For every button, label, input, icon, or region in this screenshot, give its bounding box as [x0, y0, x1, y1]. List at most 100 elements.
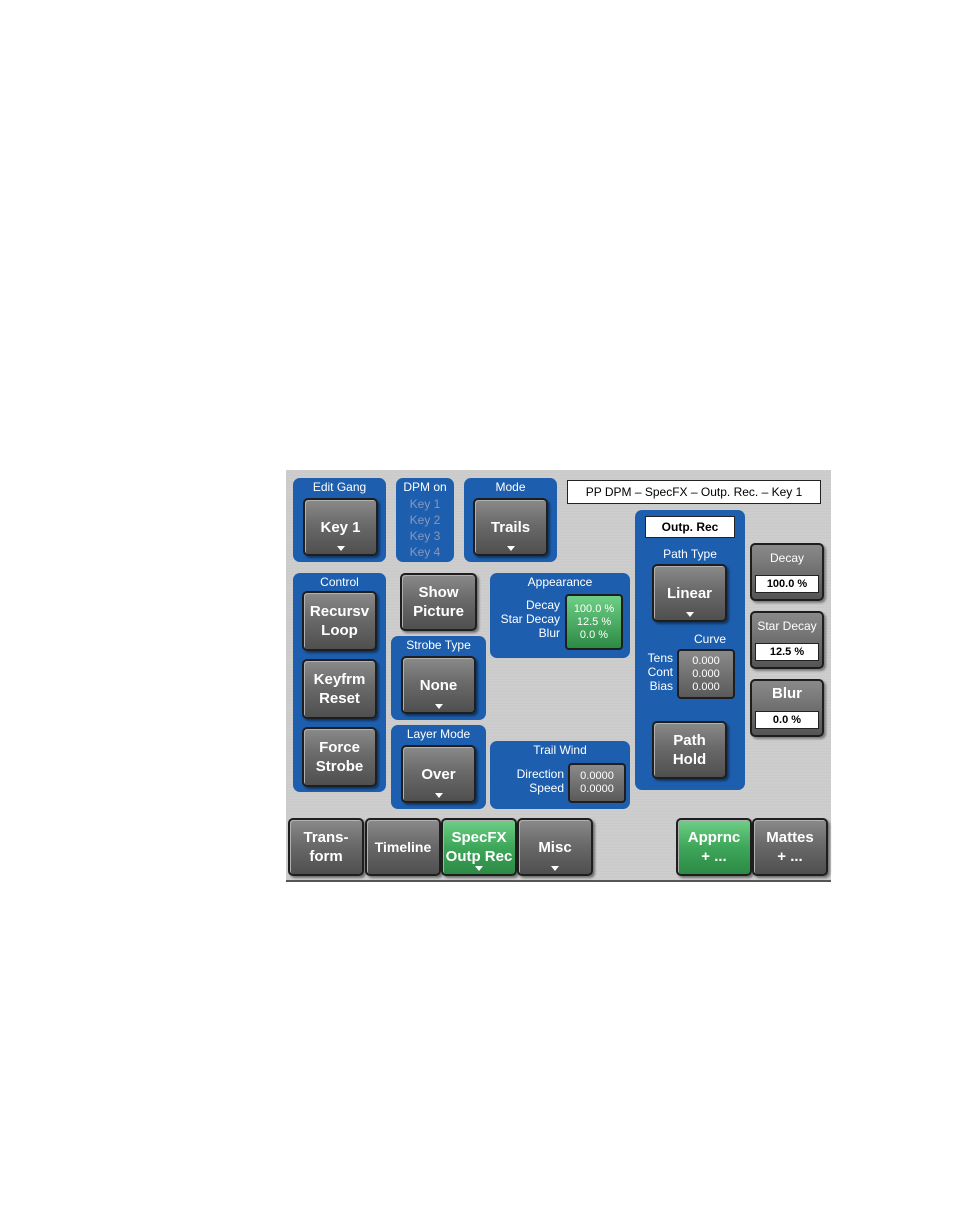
dpm-key-3[interactable]: Key 3	[409, 529, 441, 543]
direction-value: 0.0000	[580, 770, 614, 782]
trail-wind-title: Trail Wind	[533, 743, 587, 757]
menu-title: PP DPM – SpecFX – Outp. Rec. – Key 1	[567, 480, 821, 504]
keyfrm-reset-label-1: Keyfrm	[313, 671, 366, 688]
tab-apprnc-label-2: + ...	[701, 848, 727, 865]
layer-mode-value: Over	[421, 765, 456, 783]
dropdown-arrow-icon	[551, 866, 559, 871]
tab-specfx-outp-rec[interactable]: SpecFX Outp Rec	[441, 818, 517, 876]
tab-apprnc[interactable]: Apprnc + ...	[676, 818, 752, 876]
dpm-on-group: DPM on Key 1 Key 2 Key 3 Key 4	[396, 478, 454, 562]
force-strobe-label-1: Force	[319, 739, 360, 756]
recursv-loop-label-2: Loop	[321, 622, 358, 639]
tab-timeline-label: Timeline	[374, 838, 432, 855]
path-type-title: Path Type	[663, 547, 717, 561]
strobe-type-button[interactable]: None	[401, 656, 476, 714]
layer-mode-button[interactable]: Over	[401, 745, 476, 803]
dpm-on-title: DPM on	[403, 480, 447, 494]
dropdown-arrow-icon	[475, 866, 483, 871]
decay-value: 100.0 %	[573, 602, 615, 615]
blur-value: 0.0 %	[579, 628, 609, 641]
cont-label: Cont	[647, 665, 673, 679]
path-hold-label-1: Path	[673, 732, 706, 749]
show-picture-label-2: Picture	[413, 603, 464, 620]
bias-value: 0.000	[692, 680, 720, 693]
tens-label: Tens	[647, 651, 673, 665]
dpm-key-2[interactable]: Key 2	[409, 513, 441, 527]
appearance-labels: Decay Star Decay Blur	[492, 598, 560, 640]
outp-rec-group: Outp. Rec Path Type Linear Curve Tens Co…	[635, 510, 745, 790]
decay-param-label: Decay	[769, 551, 804, 565]
curve-labels: Tens Cont Bias	[637, 651, 673, 693]
speed-label: Speed	[529, 781, 564, 795]
appearance-values-box[interactable]: 100.0 % 12.5 % 0.0 %	[565, 594, 623, 650]
dpm-key-4[interactable]: Key 4	[409, 545, 441, 559]
blur-param-label: Blur	[772, 685, 802, 702]
curve-values-box[interactable]: 0.000 0.000 0.000	[677, 649, 735, 699]
tab-transform-label-1: Trans-	[303, 829, 349, 846]
tab-misc-label: Misc	[538, 838, 572, 856]
star-decay-param-value: 12.5 %	[755, 643, 819, 661]
force-strobe-label-2: Strobe	[315, 758, 364, 775]
dropdown-arrow-icon	[506, 546, 515, 551]
recursv-loop-button[interactable]: Recursv Loop	[302, 591, 377, 651]
tab-timeline[interactable]: Timeline	[365, 818, 441, 876]
dropdown-arrow-icon	[434, 704, 443, 709]
tab-transform[interactable]: Trans- form	[288, 818, 364, 876]
specfx-menu-panel: Edit Gang Key 1 DPM on Key 1 Key 2 Key 3…	[286, 470, 831, 882]
tab-mattes[interactable]: Mattes + ...	[752, 818, 828, 876]
recursv-loop-label-1: Recursv	[309, 603, 370, 620]
show-picture-button[interactable]: Show Picture	[400, 573, 477, 631]
layer-mode-group: Layer Mode Over	[391, 725, 486, 809]
mode-button[interactable]: Trails	[473, 498, 548, 556]
tab-misc[interactable]: Misc	[517, 818, 593, 876]
speed-value: 0.0000	[580, 783, 614, 795]
star-decay-param-label: Star Decay	[757, 619, 817, 633]
edit-gang-value: Key 1	[320, 518, 361, 536]
strobe-type-group: Strobe Type None	[391, 636, 486, 720]
tab-mattes-label-1: Mattes	[766, 829, 814, 846]
control-title: Control	[320, 575, 359, 589]
path-type-value: Linear	[666, 584, 712, 602]
outp-rec-title: Outp. Rec	[645, 516, 735, 538]
star-decay-param-card[interactable]: Star Decay 12.5 %	[750, 611, 824, 669]
dpm-key-1[interactable]: Key 1	[409, 497, 441, 511]
dropdown-arrow-icon	[336, 546, 345, 551]
decay-param-value: 100.0 %	[755, 575, 819, 593]
edit-gang-button[interactable]: Key 1	[303, 498, 378, 556]
keyfrm-reset-label-2: Reset	[319, 690, 360, 707]
tens-value: 0.000	[692, 654, 720, 667]
decay-param-card[interactable]: Decay 100.0 %	[750, 543, 824, 601]
blur-param-card[interactable]: Blur 0.0 %	[750, 679, 824, 737]
force-strobe-button[interactable]: Force Strobe	[302, 727, 377, 787]
strobe-type-value: None	[419, 676, 458, 694]
dropdown-arrow-icon	[685, 612, 694, 617]
curve-title: Curve	[693, 632, 726, 646]
mode-group: Mode Trails	[464, 478, 557, 562]
mode-title: Mode	[495, 480, 526, 494]
tab-specfx-label-1: SpecFX	[451, 829, 507, 846]
keyfrm-reset-button[interactable]: Keyfrm Reset	[302, 659, 377, 719]
strobe-type-title: Strobe Type	[406, 638, 471, 652]
star-decay-value: 12.5 %	[576, 615, 612, 628]
tab-apprnc-label-1: Apprnc	[687, 829, 741, 846]
edit-gang-group: Edit Gang Key 1	[293, 478, 386, 562]
path-hold-label-2: Hold	[672, 751, 707, 768]
path-type-button[interactable]: Linear	[652, 564, 727, 622]
layer-mode-title: Layer Mode	[406, 727, 471, 741]
path-hold-button[interactable]: Path Hold	[652, 721, 727, 779]
tab-transform-label-2: form	[309, 848, 343, 865]
mode-value: Trails	[490, 518, 531, 536]
tab-mattes-label-2: + ...	[777, 848, 803, 865]
show-picture-label-1: Show	[418, 584, 459, 601]
bias-label: Bias	[649, 679, 673, 693]
tab-specfx-label-2: Outp Rec	[445, 848, 513, 865]
cont-value: 0.000	[692, 667, 720, 680]
star-decay-label: Star Decay	[500, 612, 560, 626]
direction-label: Direction	[516, 767, 564, 781]
trail-wind-group: Trail Wind Direction Speed 0.0000 0.0000	[490, 741, 630, 809]
appearance-title: Appearance	[527, 575, 593, 589]
trail-wind-values-box[interactable]: 0.0000 0.0000	[568, 763, 626, 803]
appearance-group: Appearance Decay Star Decay Blur 100.0 %…	[490, 573, 630, 658]
control-group: Control Recursv Loop Keyfrm Reset Force …	[293, 573, 386, 792]
edit-gang-title: Edit Gang	[312, 480, 367, 494]
